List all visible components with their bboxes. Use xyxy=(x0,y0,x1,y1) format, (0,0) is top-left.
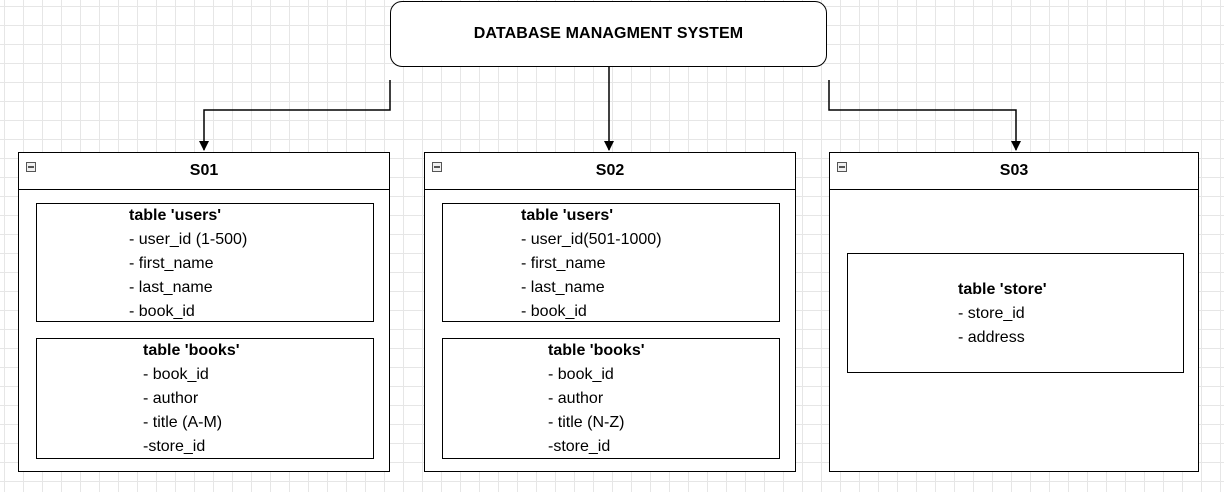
collapse-icon[interactable] xyxy=(432,162,442,172)
table-name: table 'users' xyxy=(521,207,614,224)
field-item: - user_id (1-500) xyxy=(129,231,248,248)
server-title: S03 xyxy=(999,162,1029,179)
server-s01[interactable]: S01 table 'users' - user_id (1-500) - fi… xyxy=(18,152,390,472)
table-name: table 'books' xyxy=(548,342,645,359)
field-item: - author xyxy=(548,390,604,407)
field-item: - first_name xyxy=(129,255,214,272)
server-s02[interactable]: S02 table 'users' - user_id(501-1000) - … xyxy=(424,152,796,472)
server-header: S03 xyxy=(830,153,1198,190)
field-item: - address xyxy=(958,329,1025,346)
server-title: S02 xyxy=(595,162,625,179)
server-s03[interactable]: S03 table 'store' - store_id - address xyxy=(829,152,1199,472)
table-name: table 'users' xyxy=(129,207,222,224)
connector-s01 xyxy=(199,80,391,151)
table-name: table 'books' xyxy=(143,342,240,359)
table-books[interactable]: table 'books' - book_id - author - title… xyxy=(442,338,780,459)
field-item: - book_id xyxy=(521,303,587,320)
collapse-icon[interactable] xyxy=(26,162,36,172)
table-users[interactable]: table 'users' - user_id (1-500) - first_… xyxy=(36,203,374,322)
root-title: DATABASE MANAGMENT SYSTEM xyxy=(473,25,744,42)
field-item: - title (N-Z) xyxy=(548,414,625,431)
server-title: S01 xyxy=(189,162,219,179)
field-item: -store_id xyxy=(548,438,611,455)
server-header: S01 xyxy=(19,153,389,190)
field-item: - title (A-M) xyxy=(143,414,223,431)
field-item: -store_id xyxy=(143,438,206,455)
field-item: - book_id xyxy=(129,303,195,320)
table-name: table 'store' xyxy=(958,281,1047,298)
root-node[interactable]: DATABASE MANAGMENT SYSTEM xyxy=(390,1,827,67)
field-item: - book_id xyxy=(143,366,209,383)
collapse-icon[interactable] xyxy=(837,162,847,172)
field-item: - store_id xyxy=(958,305,1025,322)
field-item: - last_name xyxy=(129,279,213,296)
table-store[interactable]: table 'store' - store_id - address xyxy=(847,253,1184,373)
table-books[interactable]: table 'books' - book_id - author - title… xyxy=(36,338,374,459)
field-item: - book_id xyxy=(548,366,614,383)
field-item: - user_id(501-1000) xyxy=(521,231,662,248)
field-item: - last_name xyxy=(521,279,605,296)
server-header: S02 xyxy=(425,153,795,190)
field-item: - first_name xyxy=(521,255,606,272)
connector-s03 xyxy=(828,80,1021,151)
table-users[interactable]: table 'users' - user_id(501-1000) - firs… xyxy=(442,203,780,322)
field-item: - author xyxy=(143,390,199,407)
